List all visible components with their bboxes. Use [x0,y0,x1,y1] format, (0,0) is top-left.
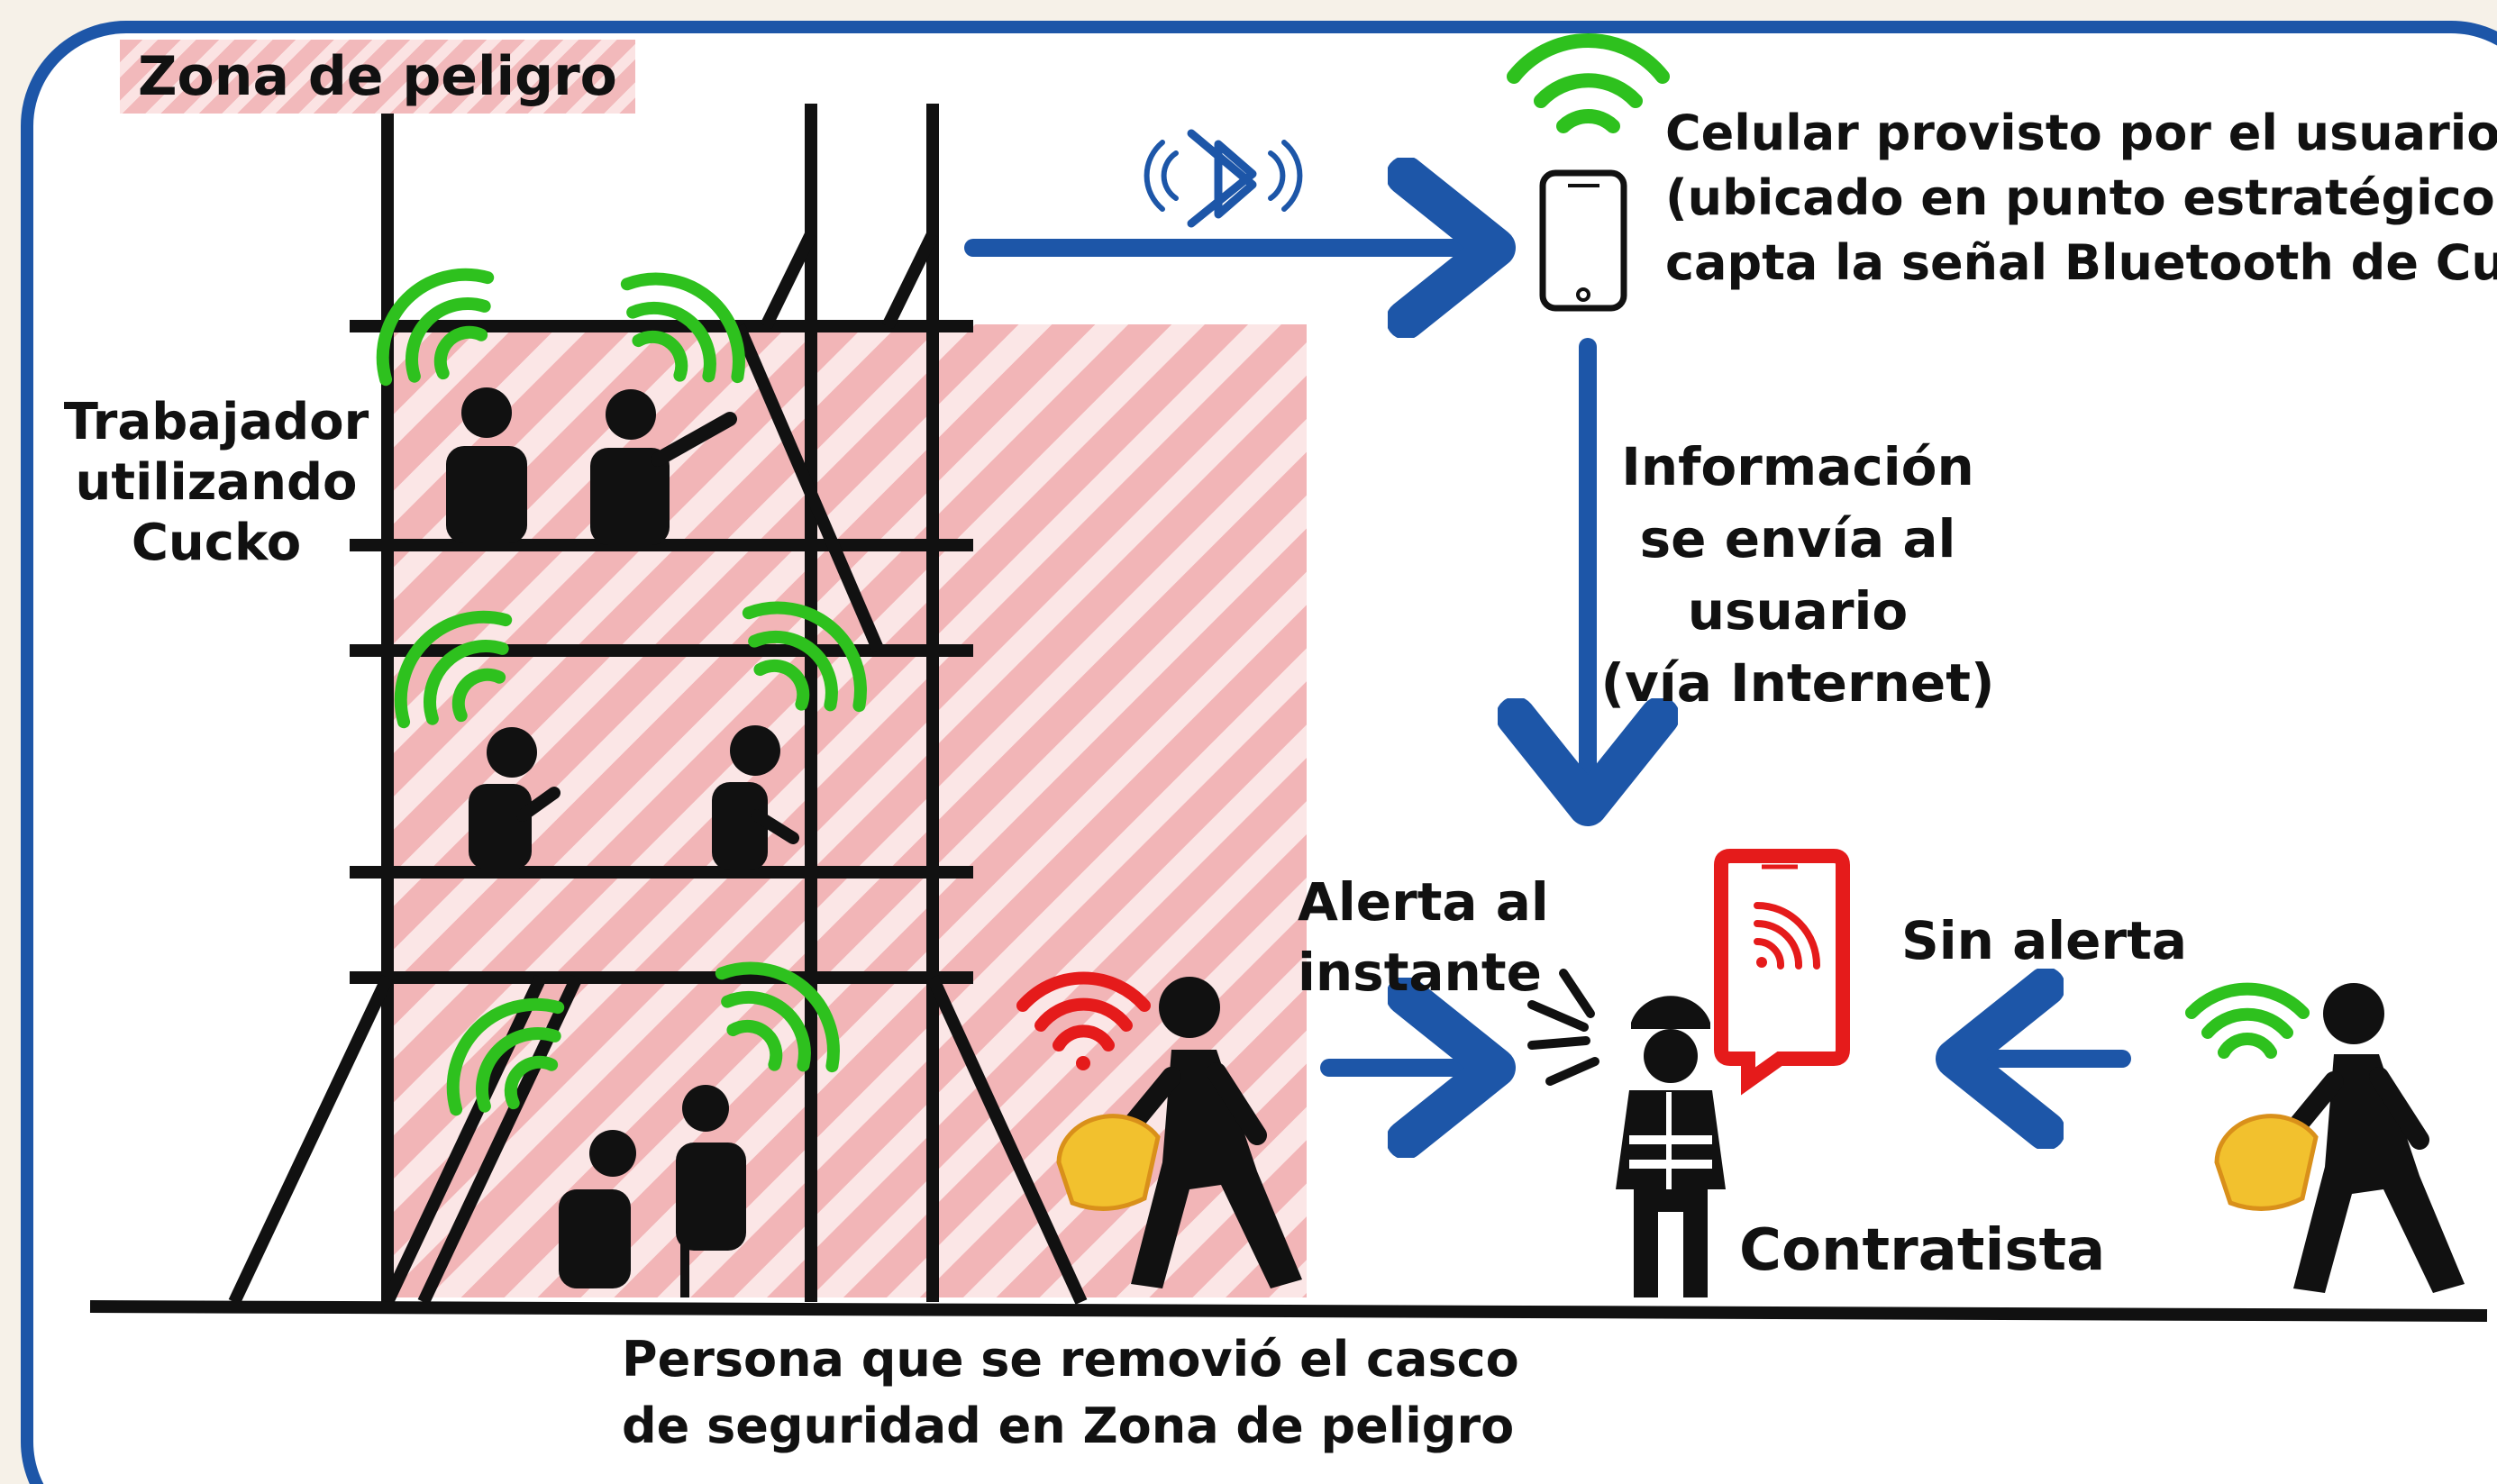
wifi-signal-icon [394,610,513,729]
worker-figure [590,389,737,545]
unhelmeted-person [1016,971,1302,1288]
phone-description: Celular provisto por el usuario (ubicado… [1665,105,2497,291]
wifi-signal-icon [376,268,495,387]
worker-figure [446,387,527,543]
info-sent-label: Información se envía al usuario (vía Int… [1600,436,1995,714]
contractor-figure [1527,969,1726,1297]
smartphone-icon [1539,169,1627,312]
hard-hat-icon [1056,1114,1161,1211]
contractor-label: Contratista [1739,1217,2106,1284]
danger-zone-label: Zona de peligro [120,40,635,114]
wifi-signal-icon [742,601,867,713]
worker-figure [712,725,799,870]
bluetooth-icon [1144,129,1303,228]
wifi-signal-icon [2185,982,2310,1059]
worker-label: Trabajador utilizando Cucko [63,393,369,573]
instant-alert-label: Alerta al instante [1298,871,1549,1003]
ground-line [89,1300,2488,1322]
worker-figure [469,727,560,869]
wifi-signal-icon [715,961,840,1073]
alert-phone-icon [1714,849,1850,1096]
wifi-signal-icon [446,997,565,1116]
alert-signal-icon [1016,971,1151,1070]
removed-helmet-label: Persona que se removió el casco de segur… [622,1331,1519,1454]
wifi-signal-icon [620,272,745,384]
person-with-helmet-in-hand [2185,982,2465,1293]
no-alert-label: Sin alerta [1901,910,2187,971]
alert-signal-icon [1754,902,1821,970]
worker-figure [559,1130,636,1288]
hard-hat-icon [2214,1114,2319,1211]
attention-lines [1527,969,1599,1086]
wifi-signal-icon [1507,33,1670,133]
worker-figure [676,1085,746,1297]
